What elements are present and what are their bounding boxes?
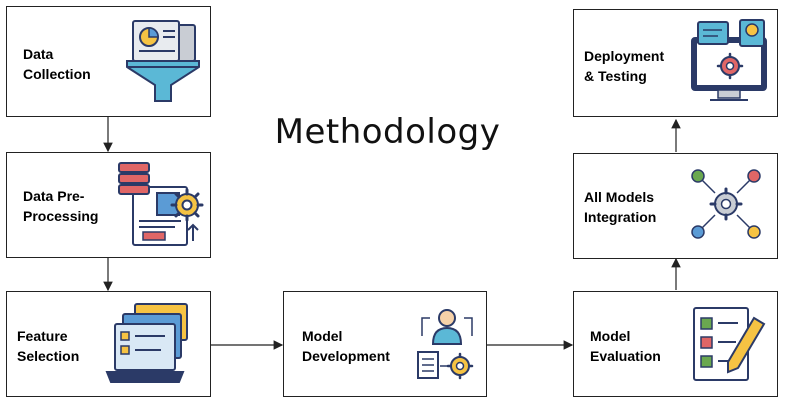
step-deployment-testing: Deployment & Testing	[573, 9, 778, 117]
step-label-line1: Model	[590, 328, 631, 344]
laptop-checklist-icon	[105, 303, 188, 383]
checklist-pencil-icon	[693, 307, 766, 381]
step-label-line1: Feature	[17, 328, 68, 344]
step-label-line1: All Models	[584, 189, 655, 205]
step-data-preprocessing: Data Pre- Processing	[6, 152, 211, 258]
step-label-line2: Integration	[584, 209, 657, 225]
step-label-line1: Data Pre-	[23, 188, 85, 204]
step-feature-selection: Feature Selection	[6, 291, 211, 397]
step-model-development: Model Development	[283, 291, 487, 397]
step-label-line1: Data	[23, 46, 54, 62]
person-gear-workflow-icon	[417, 309, 474, 380]
step-label-line2: Processing	[23, 208, 99, 224]
step-data-collection: Data Collection	[6, 6, 211, 117]
monitor-gear-bulb-icon	[691, 19, 767, 101]
step-label-line2: Evaluation	[590, 348, 661, 364]
network-gear-icon	[691, 169, 761, 239]
step-model-evaluation: Model Evaluation	[573, 291, 778, 397]
diagram-title: Methodology	[274, 112, 501, 152]
step-label-line2: Selection	[17, 348, 80, 364]
step-label-line2: Collection	[23, 66, 91, 82]
step-label-line2: Development	[302, 348, 390, 364]
step-label-line1: Model	[302, 328, 343, 344]
step-all-models-integration: All Models Integration	[573, 153, 778, 259]
funnel-documents-icon	[126, 20, 200, 102]
database-document-gear-icon	[118, 162, 204, 246]
step-label-line2: & Testing	[584, 68, 647, 84]
step-label-line1: Deployment	[584, 48, 665, 64]
